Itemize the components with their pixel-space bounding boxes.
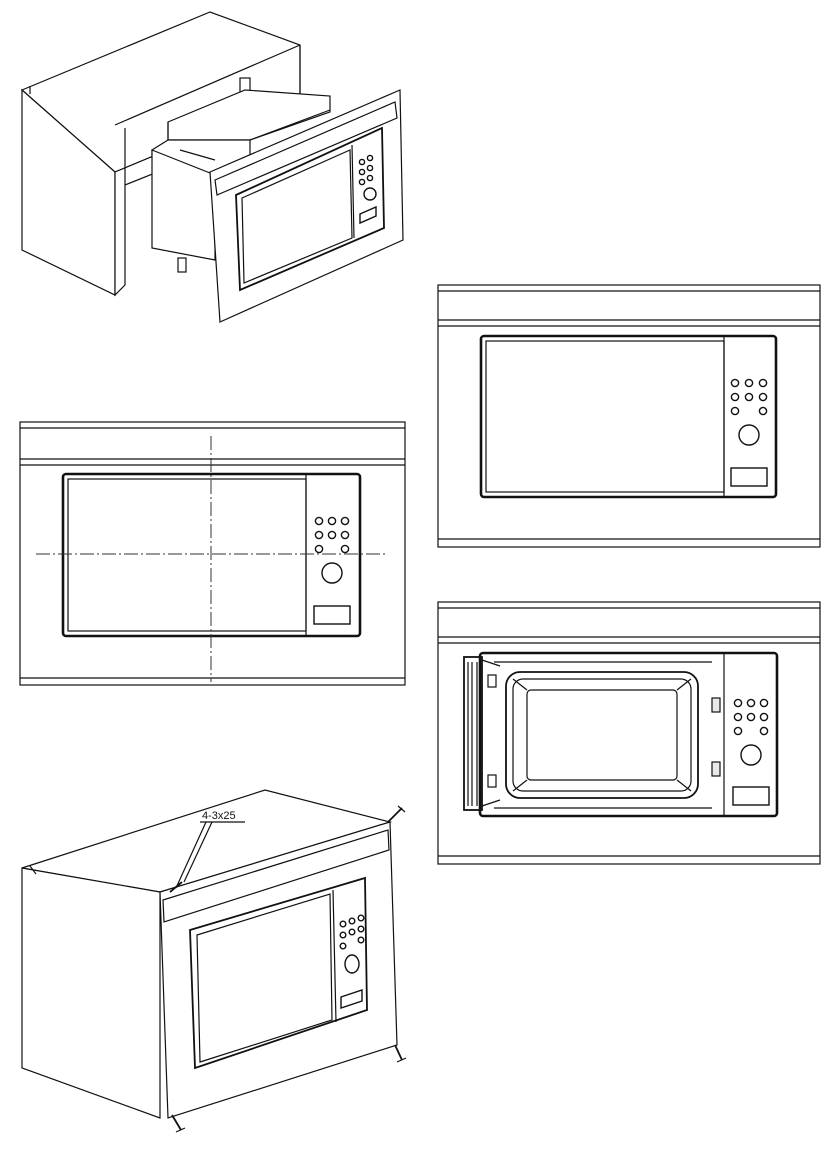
oven-cavity: [494, 661, 721, 809]
microwave-body: [151, 89, 331, 273]
control-panel-buttons: [732, 698, 770, 806]
control-panel-buttons: [313, 516, 351, 625]
screw-bottom-left-icon: [171, 1114, 186, 1133]
screw-spec-label: 4-3x25: [202, 810, 236, 822]
control-panel-buttons: [730, 378, 768, 487]
screw-bottom-right-icon: [394, 1044, 407, 1063]
figure-front-view-closed: [437, 284, 821, 548]
screw-top-right-icon: [387, 805, 406, 823]
control-panel-buttons: [358, 154, 377, 225]
figure-screw-fixing: 4-3x25: [21, 789, 407, 1133]
cabinet: [21, 789, 393, 1119]
figure-front-view-centerlines: [19, 421, 406, 686]
open-door: [463, 656, 501, 811]
leader-lines: [175, 821, 245, 889]
microwave-front-frame: [159, 821, 398, 1119]
microwave-front-frame: [209, 89, 404, 323]
control-panel-buttons: [339, 914, 365, 1009]
figure-front-view-door-open: [437, 601, 821, 865]
figure-insert-into-cabinet: [20, 11, 404, 323]
